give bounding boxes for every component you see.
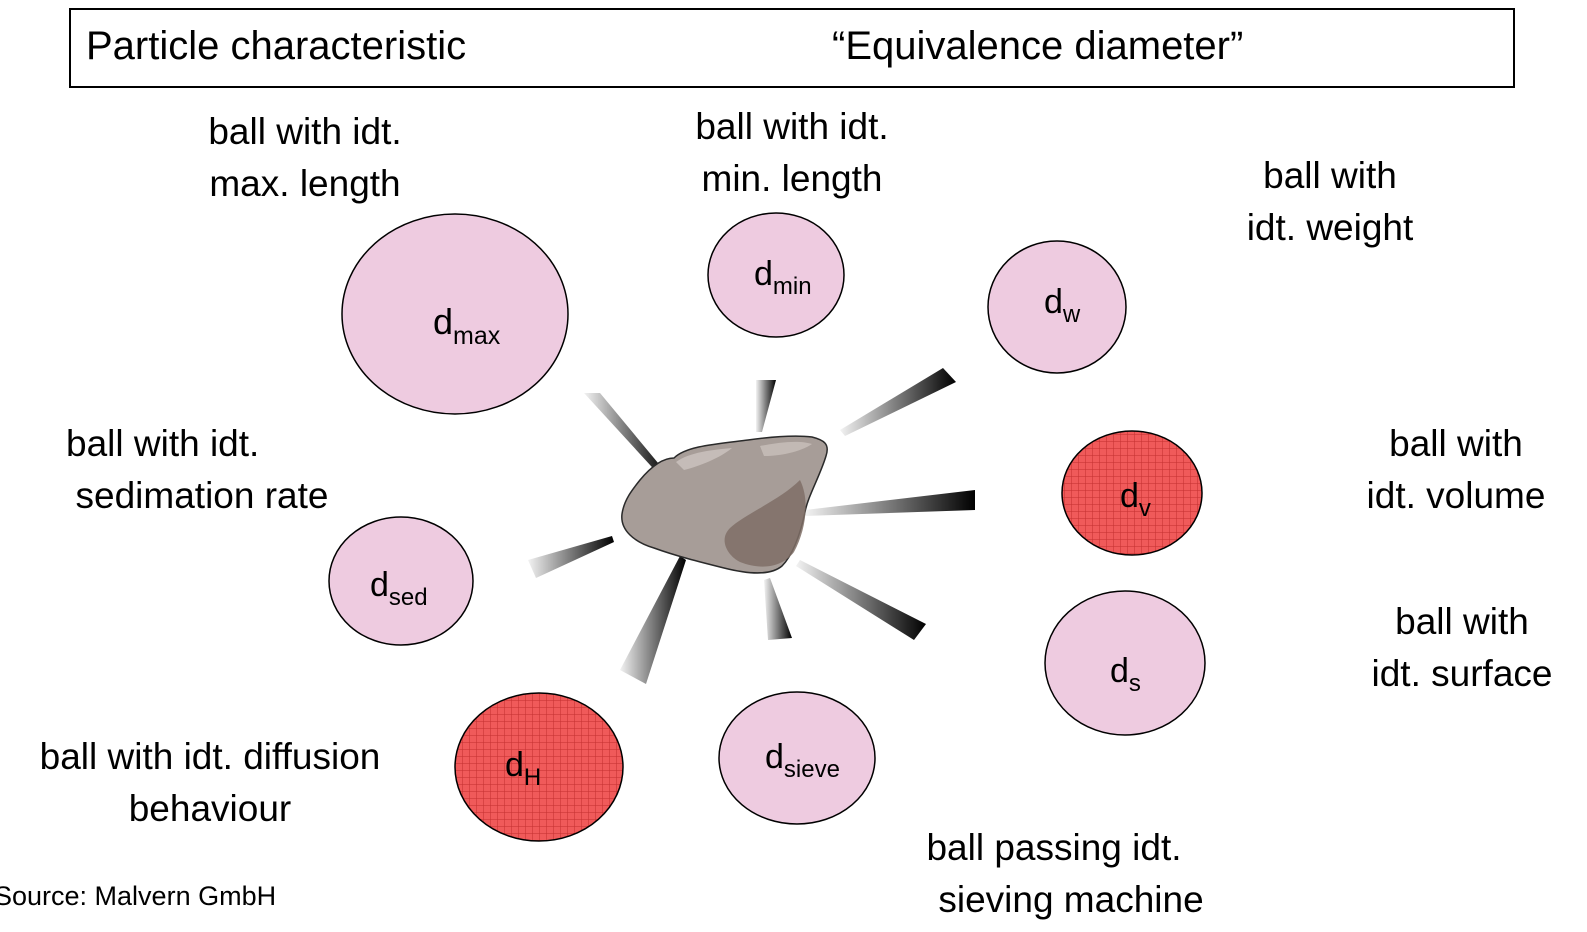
ray-top — [756, 380, 776, 432]
header-particle-characteristic: Particle characteristic — [86, 24, 467, 68]
header-box — [69, 8, 1515, 88]
symbol-d-s: ds — [1110, 652, 1141, 697]
irregular-particle — [621, 435, 828, 574]
label-sieving-machine: ball passing idt. sieving machine — [926, 827, 1204, 920]
ray-left — [528, 536, 614, 578]
label-weight: ball with idt. weight — [1246, 155, 1414, 248]
rays — [528, 368, 975, 684]
label-sedimation-rate: ball with idt. sedimation rate — [66, 423, 329, 516]
symbol-d-max: dmax — [433, 301, 501, 350]
ray-bottom-right — [796, 560, 926, 640]
header-equivalence-diameter: “Equivalence diameter” — [832, 24, 1244, 68]
symbol-d-sed: dsed — [370, 566, 428, 611]
sphere-d-sed — [328, 516, 474, 646]
sphere-d-min — [707, 212, 845, 338]
ray-bottom-left — [620, 556, 686, 684]
label-min-length: ball with idt. min. length — [695, 106, 889, 199]
symbol-d-w: dw — [1044, 283, 1081, 328]
ray-top-right — [840, 368, 956, 436]
source-note: Source: Malvern GmbH — [0, 881, 277, 911]
symbol-d-v: dv — [1120, 477, 1151, 522]
ray-bottom-center — [764, 578, 792, 640]
ray-right — [805, 490, 975, 516]
sphere-d-H — [454, 692, 624, 842]
label-surface: ball with idt. surface — [1371, 601, 1553, 694]
label-diffusion-behaviour: ball with idt. diffusion behaviour — [39, 736, 381, 829]
label-max-length: ball with idt. max. length — [208, 111, 402, 204]
label-volume: ball with idt. volume — [1366, 423, 1546, 516]
sphere-d-max — [341, 213, 569, 415]
ray-top-left — [584, 393, 668, 478]
symbol-d-sieve: dsieve — [765, 738, 840, 783]
sphere-d-v — [1061, 430, 1203, 556]
sphere-d-sieve — [718, 691, 876, 825]
sphere-d-w — [987, 240, 1127, 374]
symbol-d-H: dH — [505, 746, 541, 791]
symbol-d-min: dmin — [754, 255, 812, 300]
sphere-d-s — [1044, 590, 1206, 736]
